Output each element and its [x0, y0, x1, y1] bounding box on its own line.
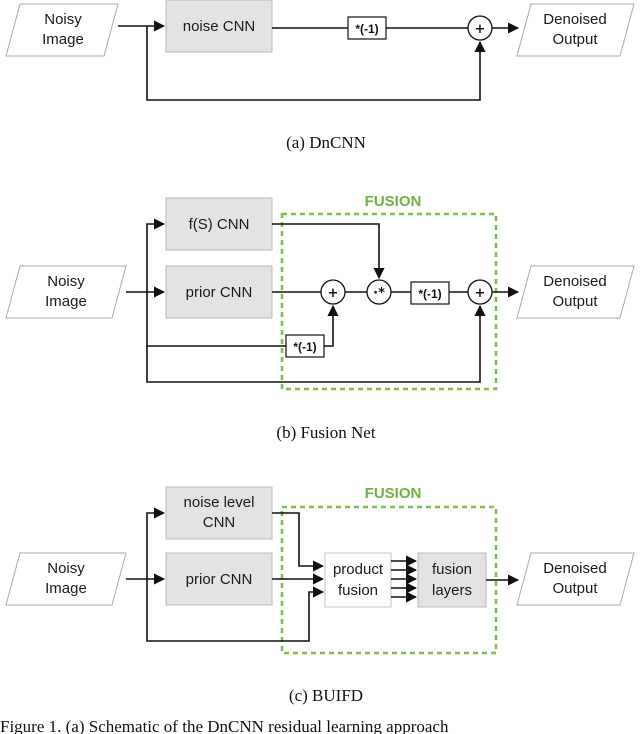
- product-node-b: ·*: [366, 279, 392, 305]
- svg-text:prior CNN: prior CNN: [186, 571, 253, 588]
- fusion-label-b: FUSION: [365, 193, 422, 210]
- svg-text:CNN: CNN: [203, 514, 236, 531]
- add-node-b1: +: [320, 279, 346, 305]
- connectors-c: [126, 507, 520, 642]
- connectors-a: [118, 20, 520, 101]
- caption-c: (c) BUIFD: [289, 686, 363, 705]
- add-node-b2: +: [467, 279, 493, 305]
- fs-cnn-box: f(S) CNN: [165, 197, 273, 251]
- svg-text:+: +: [475, 22, 486, 37]
- svg-text:+: +: [328, 286, 339, 301]
- figure-caption: Figure 1. (a) Schematic of the DnCNN res…: [0, 717, 449, 734]
- fusion-region-b: [280, 212, 498, 391]
- svg-text:+: +: [475, 286, 486, 301]
- svg-text:*(-1): *(-1): [293, 340, 316, 354]
- denoised-output-c: Denoised Output: [516, 552, 635, 606]
- denoised-output-b: Denoised Output: [516, 265, 635, 319]
- caption-b: (b) Fusion Net: [276, 423, 375, 442]
- svg-text:Noisy: Noisy: [47, 560, 85, 577]
- svg-text:Output: Output: [552, 293, 598, 310]
- caption-a: (a) DnCNN: [286, 133, 366, 152]
- svg-text:noise level: noise level: [184, 494, 255, 511]
- prior-cnn-box-c: prior CNN: [165, 552, 273, 606]
- svg-text:Denoised: Denoised: [543, 560, 606, 577]
- svg-text:Noisy: Noisy: [44, 11, 82, 28]
- svg-text:fusion: fusion: [338, 582, 378, 599]
- multiply-minus-one-b2: *(-1): [285, 334, 325, 358]
- svg-text:Image: Image: [42, 31, 84, 48]
- fusion-layers-box: fusion layers: [417, 552, 487, 608]
- connectors-b: [126, 218, 520, 383]
- svg-text:Image: Image: [45, 580, 87, 597]
- noisy-image-input-b: Noisy Image: [5, 265, 127, 319]
- diagram-b-fusion-net: FUSION Noisy Image f(S) CNN prior CNN + …: [5, 193, 635, 442]
- fusion-label-c: FUSION: [365, 485, 422, 502]
- svg-text:f(S) CNN: f(S) CNN: [189, 216, 250, 233]
- svg-text:Output: Output: [552, 580, 598, 597]
- prior-cnn-box-b: prior CNN: [165, 265, 273, 319]
- svg-text:noise CNN: noise CNN: [183, 18, 256, 35]
- diagram-c-buifd: FUSION Noisy Image noise level CNN prior…: [5, 485, 635, 705]
- diagram-a-dncnn: Noisy Image noise CNN *(-1) + Denoised O…: [5, 0, 635, 152]
- svg-text:*(-1): *(-1): [418, 287, 441, 301]
- svg-text:layers: layers: [432, 582, 472, 599]
- svg-text:Denoised: Denoised: [543, 11, 606, 28]
- svg-text:·*: ·*: [373, 286, 385, 301]
- noisy-image-input-c: Noisy Image: [5, 552, 127, 606]
- svg-text:fusion: fusion: [432, 561, 472, 578]
- multiply-minus-one-a: *(-1): [347, 16, 387, 40]
- svg-text:Noisy: Noisy: [47, 273, 85, 290]
- svg-text:product: product: [333, 561, 384, 578]
- svg-text:Denoised: Denoised: [543, 273, 606, 290]
- product-fusion-box: product fusion: [324, 552, 392, 608]
- multiply-minus-one-b1: *(-1): [410, 281, 450, 305]
- svg-text:Image: Image: [45, 293, 87, 310]
- noise-cnn-box: noise CNN: [165, 0, 273, 53]
- svg-text:prior CNN: prior CNN: [186, 284, 253, 301]
- noisy-image-input-a: Noisy Image: [5, 3, 119, 57]
- noise-level-cnn-box: noise level CNN: [165, 486, 273, 540]
- svg-text:*(-1): *(-1): [355, 22, 378, 36]
- svg-text:Output: Output: [552, 31, 598, 48]
- add-node-a: +: [467, 15, 493, 41]
- denoised-output-a: Denoised Output: [516, 3, 635, 57]
